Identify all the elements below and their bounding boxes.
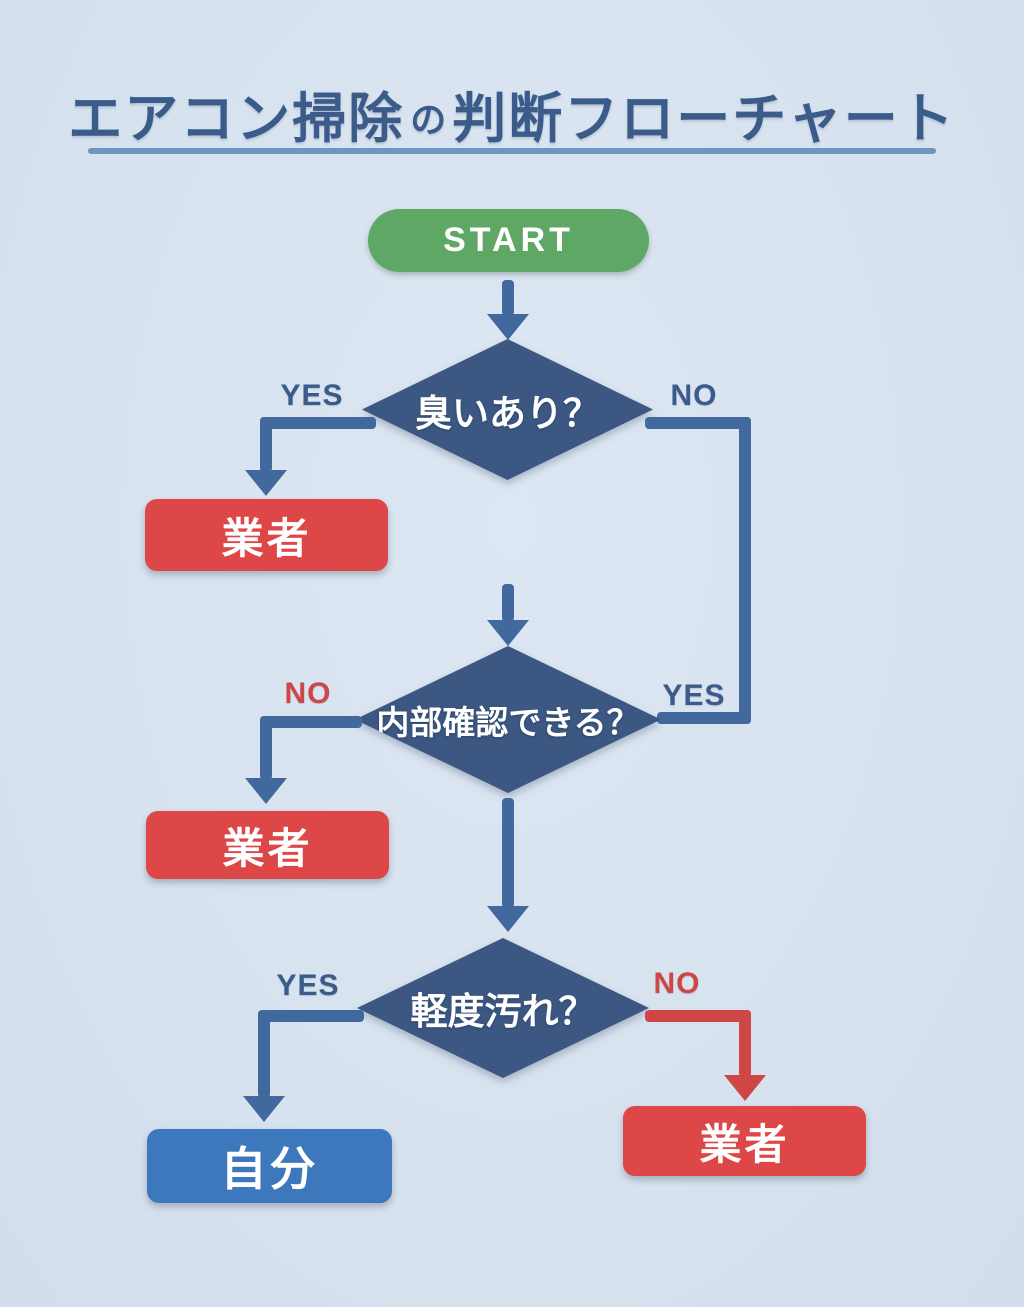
connector-horizontal-top: [645, 417, 751, 429]
arrow-head-down-icon: [487, 906, 529, 932]
decision-2-diamond: 内部確認できる？: [355, 646, 661, 793]
decision-1-no-label: NO: [670, 379, 718, 412]
arrow-head-down-icon: [487, 314, 529, 340]
arrow-head-down-icon: [245, 470, 287, 496]
connector-shaft: [502, 584, 514, 622]
start-node: START: [368, 209, 649, 272]
connector-vertical: [739, 417, 751, 724]
connector-horizontal-bottom: [657, 712, 751, 724]
decision-1-label: 臭いあり？: [415, 392, 600, 434]
decision-2-label: 内部確認できる？: [376, 703, 640, 741]
connector-horizontal: [260, 417, 376, 429]
result-self: 自分: [147, 1129, 392, 1203]
connector-shaft: [258, 1010, 270, 1098]
decision-3-light-dirt: 軽度汚れ？: [357, 938, 649, 1078]
result-contractor-2: 業者: [146, 811, 389, 879]
page-title: エアコン掃除 の 判断フローチャート: [0, 74, 1024, 153]
title-part-1: エアコン掃除: [68, 89, 405, 149]
decision-1-smell: 臭いあり？: [362, 339, 653, 480]
connector-shaft: [260, 716, 272, 780]
decision-1-yes-label: YES: [280, 379, 344, 412]
result-contractor-3: 業者: [623, 1106, 866, 1176]
decision-1-diamond: 臭いあり？: [362, 339, 653, 480]
decision-3-label: 軽度汚れ？: [410, 991, 596, 1032]
connector-shaft: [502, 280, 514, 316]
title-underline: [88, 148, 936, 154]
arrow-head-down-icon: [245, 778, 287, 804]
connector-shaft: [260, 417, 272, 472]
connector-horizontal: [645, 1010, 751, 1022]
decision-3-no-label: NO: [653, 967, 701, 1000]
title-part-2: 判断フローチャート: [452, 89, 956, 149]
arrow-head-down-icon: [724, 1075, 766, 1101]
decision-3-diamond: 軽度汚れ？: [357, 938, 649, 1078]
title-particle: の: [410, 98, 447, 140]
connector-shaft: [502, 798, 514, 908]
arrow-head-down-icon: [243, 1096, 285, 1122]
decision-3-yes-label: YES: [276, 969, 340, 1002]
decision-2-inside-check: 内部確認できる？: [355, 646, 661, 793]
connector-shaft: [739, 1010, 751, 1077]
connector-horizontal: [260, 716, 362, 728]
decision-2-no-label: NO: [284, 677, 332, 710]
result-contractor-1: 業者: [145, 499, 388, 571]
decision-2-yes-label: YES: [662, 679, 726, 712]
arrow-head-down-icon: [487, 620, 529, 646]
connector-horizontal: [258, 1010, 364, 1022]
